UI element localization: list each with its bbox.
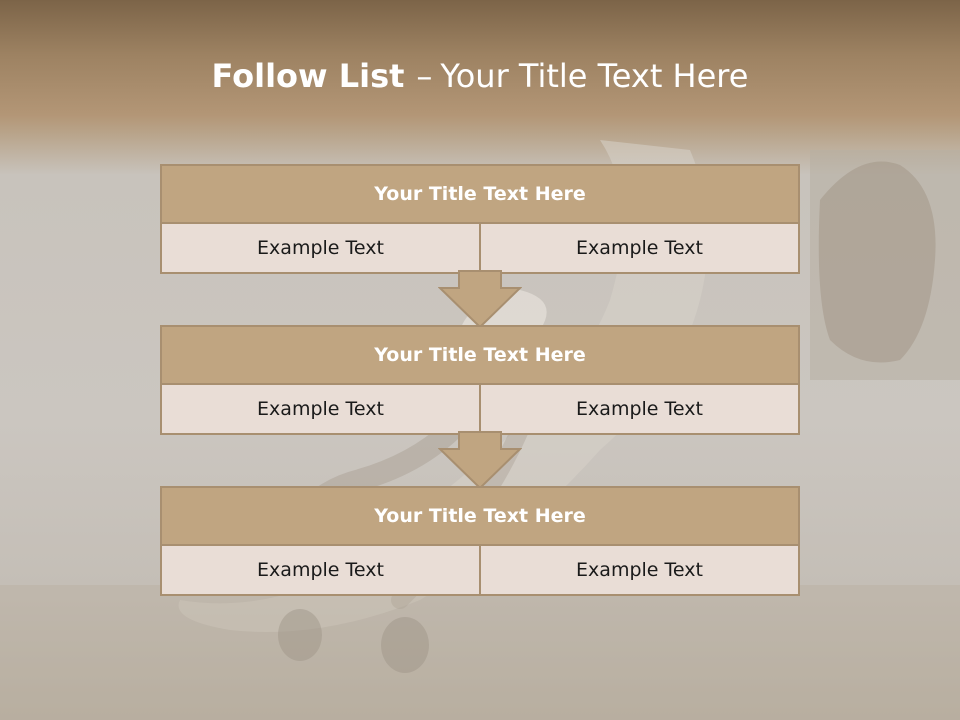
step-box-3: Your Title Text Here Example Text Exampl… bbox=[160, 486, 800, 596]
step-1-title: Your Title Text Here bbox=[162, 166, 798, 224]
step-3-left-text: Example Text bbox=[257, 559, 384, 581]
down-arrow-icon bbox=[438, 270, 522, 328]
down-arrow-icon bbox=[438, 431, 522, 489]
step-2-title: Your Title Text Here bbox=[162, 327, 798, 385]
step-box-2: Your Title Text Here Example Text Exampl… bbox=[160, 325, 800, 435]
step-1-right-text: Example Text bbox=[479, 224, 798, 272]
step-3-right-text: Example Text bbox=[479, 546, 798, 594]
step-2-left-text: Example Text bbox=[257, 398, 384, 420]
title-separator: – bbox=[416, 57, 433, 95]
step-3-title: Your Title Text Here bbox=[162, 488, 798, 546]
step-2-right-text: Example Text bbox=[479, 385, 798, 433]
title-rest: Your Title Text Here bbox=[440, 57, 749, 95]
step-box-1: Your Title Text Here Example Text Exampl… bbox=[160, 164, 800, 274]
slide-title: Follow List–Your Title Text Here bbox=[0, 56, 960, 96]
step-3-row: Example Text Example Text bbox=[162, 546, 798, 594]
title-bold: Follow List bbox=[211, 57, 405, 95]
step-1-row: Example Text Example Text bbox=[162, 224, 798, 272]
step-1-left-text: Example Text bbox=[257, 237, 384, 259]
step-2-row: Example Text Example Text bbox=[162, 385, 798, 433]
